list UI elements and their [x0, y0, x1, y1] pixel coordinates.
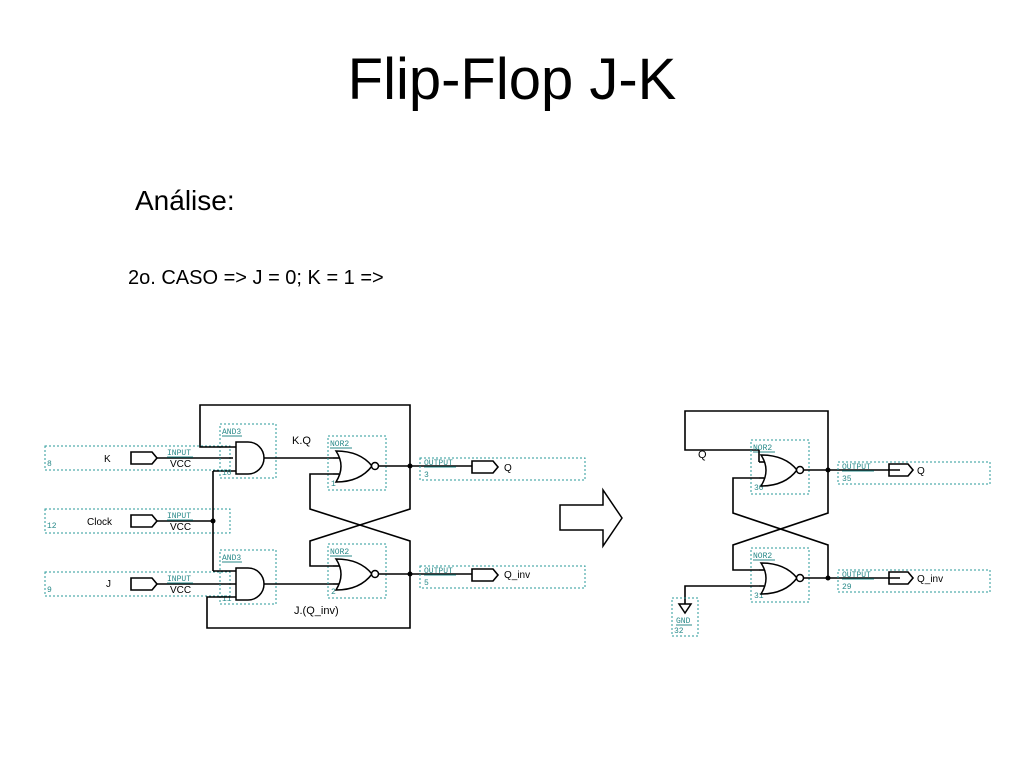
- input-k-type: INPUT: [167, 449, 191, 458]
- left-circuit: 8 K INPUT VCC 12 Clock INPUT VCC 9 J I: [44, 404, 586, 629]
- and-gate-lower-type: AND3: [222, 554, 241, 563]
- output-q-inv-type: OUTPUT: [424, 567, 453, 576]
- input-j: 9 J INPUT VCC: [44, 571, 236, 597]
- ground-icon: [677, 603, 693, 615]
- input-j-type: INPUT: [167, 575, 191, 584]
- output-q-right-pin: 35: [842, 475, 852, 484]
- nor-gate-upper-right-pin: 30: [754, 484, 764, 493]
- ground: GND 32: [671, 597, 699, 637]
- input-k-supply: VCC: [170, 459, 191, 470]
- net-label-upper: K.Q: [292, 435, 311, 447]
- input-k: 8 K INPUT VCC: [44, 445, 233, 471]
- output-q-inv-name: Q_inv: [504, 570, 530, 581]
- output-q-inv-right-type: OUTPUT: [842, 571, 871, 580]
- output-q-pin: 3: [424, 471, 429, 480]
- and-gate-upper: AND3 10: [219, 423, 333, 479]
- and-gate-upper-pin: 10: [222, 469, 232, 478]
- nor-gate-lower-right: NOR2 31: [750, 547, 900, 603]
- nor-gate-upper-pin: 1: [331, 480, 336, 489]
- ground-name: GND: [676, 617, 691, 626]
- input-clock-name: Clock: [87, 517, 113, 528]
- output-q-right-name: Q: [917, 466, 925, 477]
- ground-pin: 32: [674, 627, 684, 636]
- right-circuit: Q NOR2 30 NOR2 31: [671, 410, 991, 637]
- nor-gate-upper: NOR2 1: [327, 435, 472, 491]
- input-clock-type: INPUT: [167, 512, 191, 521]
- nor-gate-lower-right-type: NOR2: [753, 552, 772, 561]
- nor-gate-upper-type: NOR2: [330, 440, 349, 449]
- input-k-name: K: [104, 454, 111, 465]
- input-j-name: J: [106, 579, 111, 590]
- output-q-inv-pin: 5: [424, 579, 429, 588]
- nor-gate-lower-right-pin: 31: [754, 592, 764, 601]
- nor-gate-lower-type: NOR2: [330, 548, 349, 557]
- nor-gate-lower-pin: 2: [331, 588, 336, 597]
- nor-gate-upper-right-type: NOR2: [753, 444, 772, 453]
- net-label-lower: J.(Q_inv): [294, 605, 339, 617]
- input-clock: 12 Clock INPUT VCC: [44, 508, 231, 534]
- output-q-inv-right: OUTPUT 29 Q_inv: [837, 569, 991, 593]
- input-j-pin: 9: [47, 586, 52, 595]
- input-j-supply: VCC: [170, 585, 191, 596]
- output-q-type: OUTPUT: [424, 459, 453, 468]
- and-gate-upper-type: AND3: [222, 428, 241, 437]
- nor-gate-upper-right: NOR2 30: [750, 439, 900, 495]
- right-arrow-icon: [559, 487, 623, 549]
- output-q: OUTPUT 3 Q: [419, 457, 586, 481]
- input-clock-supply: VCC: [170, 522, 191, 533]
- output-q-inv: OUTPUT 5 Q_inv: [419, 565, 586, 589]
- net-label-q: Q: [698, 449, 707, 461]
- slide-title: Flip-Flop J-K: [347, 47, 677, 112]
- input-clock-pin: 12: [47, 522, 57, 531]
- output-q-inv-right-pin: 29: [842, 583, 852, 592]
- slide-subtitle: Análise:: [135, 185, 235, 216]
- output-q-right: OUTPUT 35 Q: [837, 461, 991, 485]
- output-q-name: Q: [504, 463, 512, 474]
- and-gate-lower: AND3 11: [219, 549, 333, 605]
- case-description: 2o. CASO => J = 0; K = 1 =>: [128, 267, 384, 289]
- and-gate-lower-pin: 11: [222, 595, 232, 604]
- output-q-right-type: OUTPUT: [842, 463, 871, 472]
- output-q-inv-right-name: Q_inv: [917, 574, 943, 585]
- nor-gate-lower: NOR2 2: [327, 543, 472, 599]
- input-k-pin: 8: [47, 460, 52, 469]
